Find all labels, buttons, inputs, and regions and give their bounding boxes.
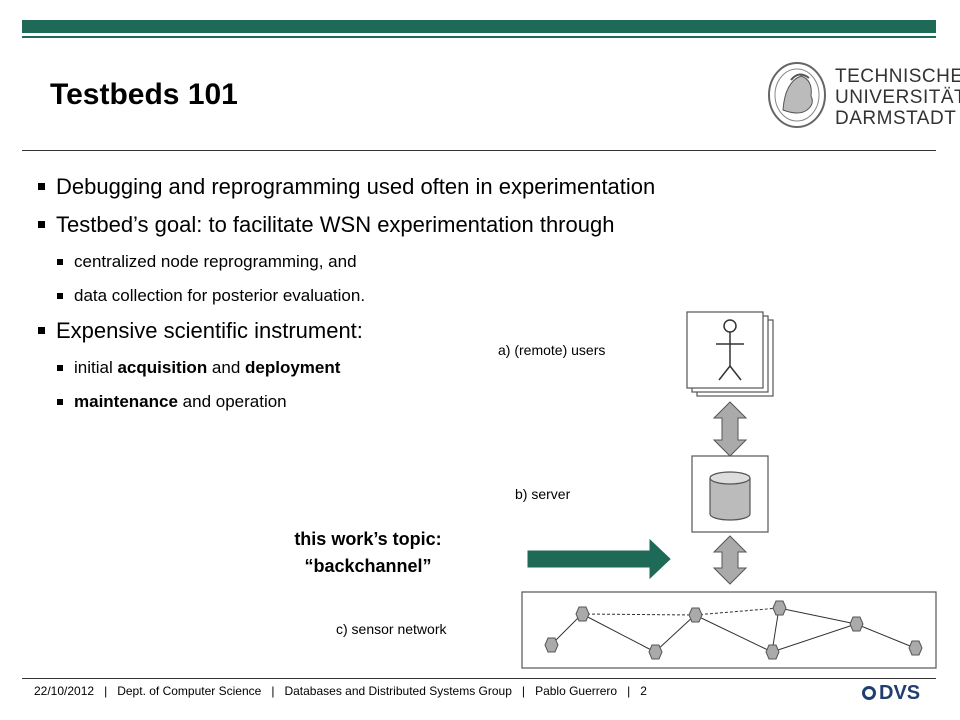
dvs-logo: DVS bbox=[862, 682, 920, 705]
athena-seal-icon bbox=[768, 62, 826, 128]
slide-title: Testbeds 101 bbox=[50, 78, 238, 111]
footer-author: Pablo Guerrero bbox=[535, 684, 618, 698]
user-stick-figure-icon bbox=[716, 319, 744, 381]
footer-page-number: 2 bbox=[640, 684, 647, 698]
sub-bullet-item: maintenance and operation bbox=[36, 392, 655, 426]
bullet-square-icon bbox=[38, 327, 45, 334]
logo-line-2: UNIVERSITÄT bbox=[835, 87, 960, 108]
sensor-node-icon bbox=[772, 600, 787, 616]
university-logo: TECHNISCHE UNIVERSITÄT DARMSTADT bbox=[755, 54, 960, 136]
footer-dept: Dept. of Computer Science bbox=[117, 684, 262, 698]
sub-bullet-item: data collection for posterior evaluation… bbox=[36, 286, 655, 320]
sensor-node-icon bbox=[688, 607, 703, 623]
footer-divider bbox=[22, 678, 936, 679]
title-divider bbox=[22, 150, 936, 151]
topic-line-2: “backchannel” bbox=[304, 556, 432, 576]
bullet-square-icon bbox=[57, 259, 63, 265]
sub-bullet-item: initial acquisition and deployment bbox=[36, 358, 655, 392]
sensor-node-icon bbox=[849, 616, 864, 632]
server-network-double-arrow-icon bbox=[712, 535, 748, 585]
bullet-item: Testbed’s goal: to facilitate WSN experi… bbox=[36, 212, 655, 250]
bullet-square-icon bbox=[57, 365, 63, 371]
topic-callout: this work’s topic: “backchannel” bbox=[248, 526, 488, 580]
users-label: a) (remote) users bbox=[498, 342, 606, 358]
bullet-square-icon bbox=[57, 293, 63, 299]
bullet-square-icon bbox=[57, 399, 63, 405]
bullet-square-icon bbox=[38, 221, 45, 228]
sensor-network-label: c) sensor network bbox=[336, 621, 447, 637]
top-accent-bar bbox=[22, 20, 936, 33]
bullet-list: Debugging and reprogramming used often i… bbox=[36, 174, 655, 424]
sensor-network-box bbox=[521, 591, 937, 669]
sensor-node-icon bbox=[575, 606, 590, 622]
logo-line-1: TECHNISCHE bbox=[835, 66, 960, 87]
sub-bullet-item: centralized node reprogramming, and bbox=[36, 252, 655, 286]
bullet-item: Debugging and reprogramming used often i… bbox=[36, 174, 655, 212]
backchannel-arrow-icon bbox=[527, 538, 671, 580]
top-accent-line bbox=[22, 36, 936, 38]
users-server-double-arrow-icon bbox=[712, 401, 748, 457]
dvs-emblem-icon bbox=[862, 686, 876, 700]
sensor-node-icon bbox=[908, 640, 923, 656]
footer-group: Databases and Distributed Systems Group bbox=[284, 684, 512, 698]
sensor-nodes bbox=[544, 600, 923, 660]
sensor-node-icon bbox=[648, 644, 663, 660]
footer-date: 22/10/2012 bbox=[34, 684, 95, 698]
logo-line-3: DARMSTADT bbox=[835, 108, 957, 129]
topic-line-1: this work’s topic: bbox=[294, 529, 442, 549]
sensor-node-icon bbox=[544, 637, 559, 653]
bullet-square-icon bbox=[38, 183, 45, 190]
sensor-node-icon bbox=[765, 644, 780, 660]
server-label: b) server bbox=[515, 486, 571, 502]
bullet-item: Expensive scientific instrument: bbox=[36, 318, 655, 356]
database-cylinder-icon bbox=[709, 471, 751, 521]
footer: 22/10/2012 | Dept. of Computer Science |… bbox=[34, 684, 647, 698]
